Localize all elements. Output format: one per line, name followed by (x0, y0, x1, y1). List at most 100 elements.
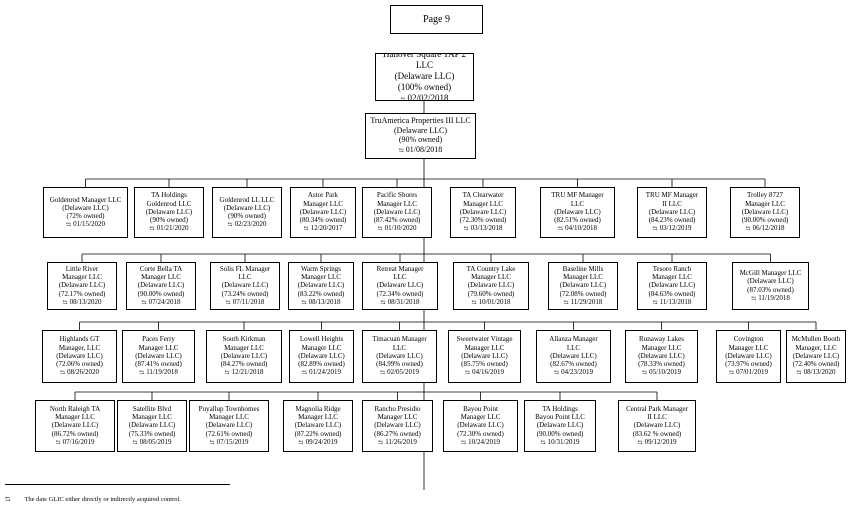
entity-line: LLC (566, 343, 581, 352)
entity-line: (85.75% owned) (461, 360, 508, 369)
entity-line: (Delaware LLC) (51, 421, 99, 430)
entity-line: Runaway Lakes (639, 335, 684, 344)
entity-date-line: ⇆11/13/2018 (653, 298, 692, 307)
entity-date: 11/29/2018 (570, 297, 603, 306)
date-glyph-icon: ⇆ (149, 226, 155, 233)
entity-date-line: ⇆09/12/2019 (638, 438, 677, 447)
entity-line: South Kirkman (222, 335, 266, 344)
entity-line: Manager LLC (641, 343, 682, 352)
entity-line: Goldenrod LL LLC (219, 195, 275, 204)
entity-line: Timacuan Manager (372, 335, 427, 344)
date-glyph-icon: ⇆ (224, 370, 230, 377)
entity-line: (Delaware LLC) (299, 207, 347, 216)
date-glyph-icon: ⇆ (471, 299, 477, 306)
entity-date-line: ⇆05/10/2019 (642, 368, 681, 377)
mid-entity-owned: (90% owned) (398, 135, 443, 144)
entity-line: TA Country Lake (466, 264, 516, 273)
entity-date-line: ⇆08/26/2020 (60, 368, 99, 377)
entity-date-line: ⇆08/05/2019 (133, 438, 172, 447)
entity-line: Bayou Point LLC (535, 413, 585, 422)
entity-line: Little River (65, 264, 99, 273)
entity-date-line: ⇆09/24/2019 (299, 438, 338, 447)
entity-line: (79.60% owned) (467, 289, 515, 298)
entity-line: (90% owned) (150, 216, 188, 225)
entity-line: TRU MF Manager (551, 191, 604, 200)
date-glyph-icon: ⇆ (227, 222, 233, 229)
entity-date-line: ⇆03/12/2019 (653, 224, 692, 233)
entity-line: (82.67% owned) (550, 360, 597, 369)
entity-line: (72% owned) (66, 212, 105, 220)
entity-date-line: ⇆01/15/2020 (66, 220, 105, 229)
entity-date: 07/15/2019 (216, 437, 249, 446)
entity-line: (Delaware LLC) (137, 281, 185, 290)
entity-line: (86.27% owned) (374, 429, 421, 438)
date-glyph-icon: ⇆ (139, 370, 145, 377)
entity-date-line: ⇆11/19/2018 (139, 368, 178, 377)
mid-entity-name: TruAmerica Properties III LLC (370, 116, 471, 125)
entity-date: 01/24/2019 (309, 368, 341, 377)
entity-line: (Delaware LLC) (725, 351, 772, 360)
entity-line: Retreat Manager (376, 264, 424, 273)
entity-line: Manager LLC (471, 273, 511, 282)
entity-line: (Delaware LLC) (747, 277, 794, 286)
mid-entity-date: 01/08/2018 (405, 144, 443, 154)
entity-line: Puyallup Townhomes (198, 404, 260, 413)
entity-date-line: ⇆11/19/2018 (751, 294, 790, 303)
entity-line: Goldenrod Manager LLC (49, 195, 122, 204)
entity-date-line: ⇆12/20/2017 (304, 224, 343, 233)
entity-line: (Delaware LLC) (145, 207, 193, 216)
entity-date-line: ⇆02/23/2020 (228, 220, 267, 229)
entity-line: Manager LLC (745, 199, 785, 208)
entity-line: Satellite Blvd (132, 404, 172, 413)
entity-date: 07/01/2019 (736, 368, 768, 377)
date-glyph-icon: ⇆ (563, 299, 569, 306)
footnote-rule (5, 484, 230, 485)
entity-line: II LLC (662, 199, 682, 208)
entity-date: 01/21/2020 (156, 224, 189, 233)
entity-date: 10/31/2019 (547, 437, 580, 446)
entity-date: 04/16/2019 (472, 368, 504, 377)
entity-line: LLC (392, 343, 407, 352)
entity-date: 11/19/2018 (146, 368, 178, 377)
entity-line: (Delaware LLC) (633, 421, 681, 430)
entity-line: (90.00% owned) (536, 429, 584, 438)
entity-line: Baseline Mills (562, 264, 604, 273)
entity-line: Rancho Presidio (374, 404, 421, 413)
entity-box: Goldenrod Manager LLC(Delaware LLC)(72% … (43, 187, 128, 238)
page-label: Page 9 (390, 5, 483, 34)
date-glyph-icon: ⇆ (141, 299, 147, 306)
entity-line: (Delaware LLC) (467, 281, 515, 290)
entity-line: II LLC (647, 413, 667, 422)
footnote-text: The date GLIC either directly or indirec… (24, 496, 181, 503)
entity-line: Manager LLC (303, 199, 343, 208)
date-glyph-icon: ⇆ (380, 299, 386, 306)
entity-line: Manager, LLC (795, 343, 837, 352)
entity-date-line: ⇆11/29/2018 (564, 298, 603, 307)
entity-line: (84.63% owned) (648, 289, 696, 298)
entity-date: 12/21/2018 (231, 368, 264, 377)
entity-date-line: ⇆07/11/2018 (226, 298, 265, 307)
entity-box: McGill Manager LLC(Delaware LLC)(87.03% … (732, 262, 809, 310)
entity-date: 12/20/2017 (310, 224, 343, 233)
entity-date-line: ⇆11/26/2019 (378, 438, 417, 447)
entity-date: 07/16/2019 (62, 437, 95, 446)
entity-line: (Delaware LLC) (223, 203, 271, 212)
entity-line: Manager LLC (141, 273, 181, 282)
entity-line: LLC (393, 273, 407, 282)
